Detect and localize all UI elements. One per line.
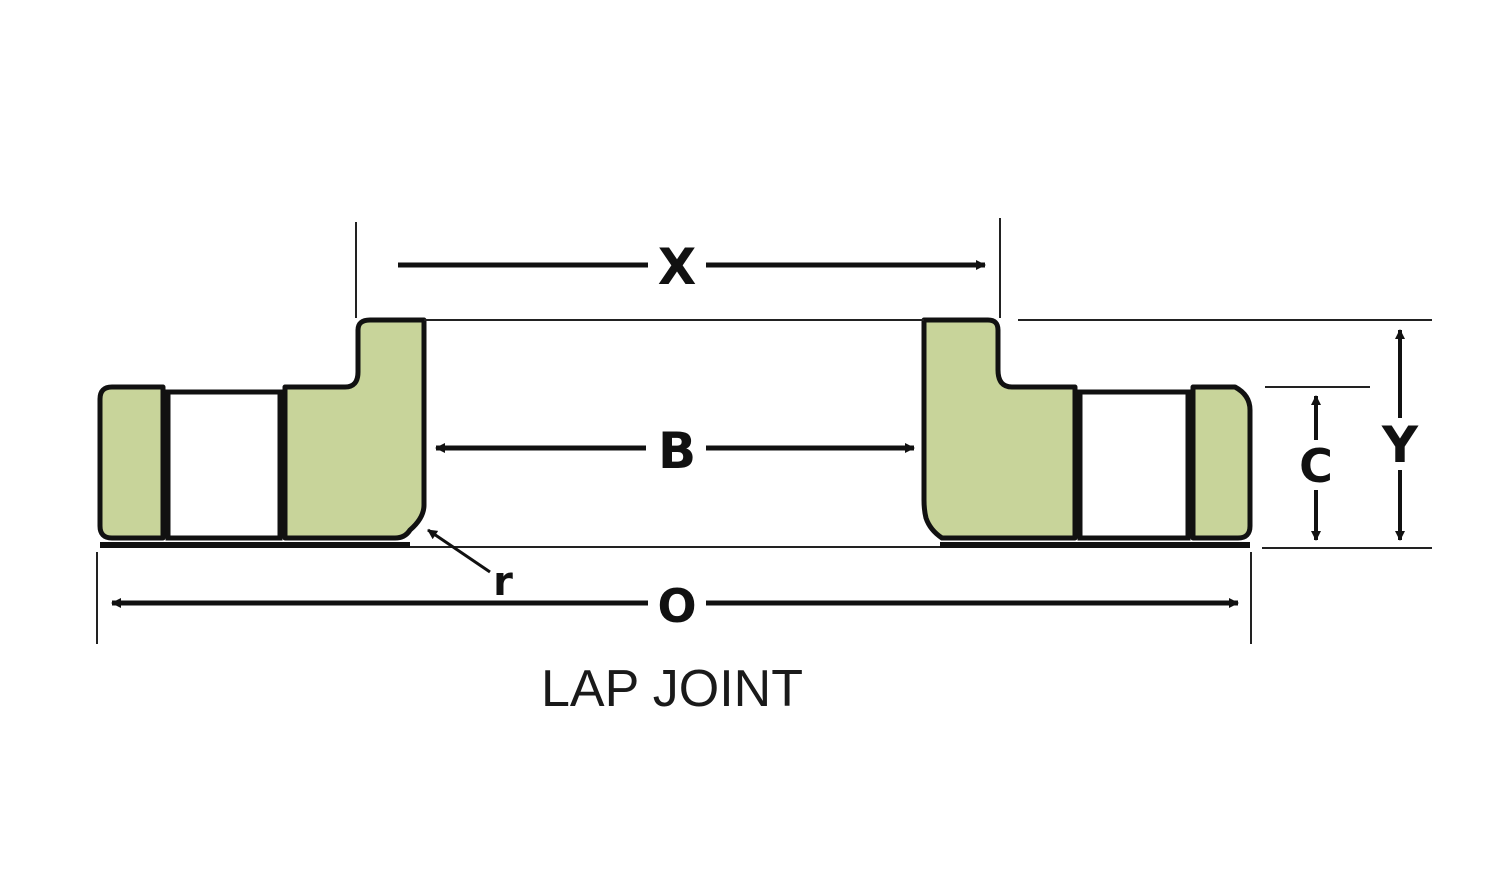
dimension-y: Y <box>1381 329 1419 541</box>
c-label: C <box>1299 439 1333 493</box>
dimension-x: X <box>398 238 986 296</box>
dimension-o: O <box>111 579 1239 633</box>
fillet-radius-callout: r <box>427 528 513 605</box>
o-label: O <box>657 579 696 633</box>
left-flange-hub <box>282 317 427 541</box>
x-label: X <box>658 238 697 296</box>
y-label: Y <box>1381 416 1419 474</box>
dimension-c: C <box>1299 395 1333 541</box>
reference-lines <box>96 218 1432 644</box>
left-bolt-hole <box>165 389 283 541</box>
r-leader-line <box>427 528 491 574</box>
left-flange-outer-body <box>97 384 166 541</box>
right-flange-section <box>921 317 1253 548</box>
right-flange-outer-body <box>1190 384 1253 541</box>
dimension-b: B <box>435 422 915 480</box>
right-bolt-hole <box>1077 389 1191 541</box>
right-flange-hub <box>921 317 1078 541</box>
b-label: B <box>658 422 696 480</box>
r-label: r <box>493 559 513 605</box>
diagram-caption: LAP JOINT <box>541 660 803 718</box>
left-flange-section <box>97 317 427 548</box>
